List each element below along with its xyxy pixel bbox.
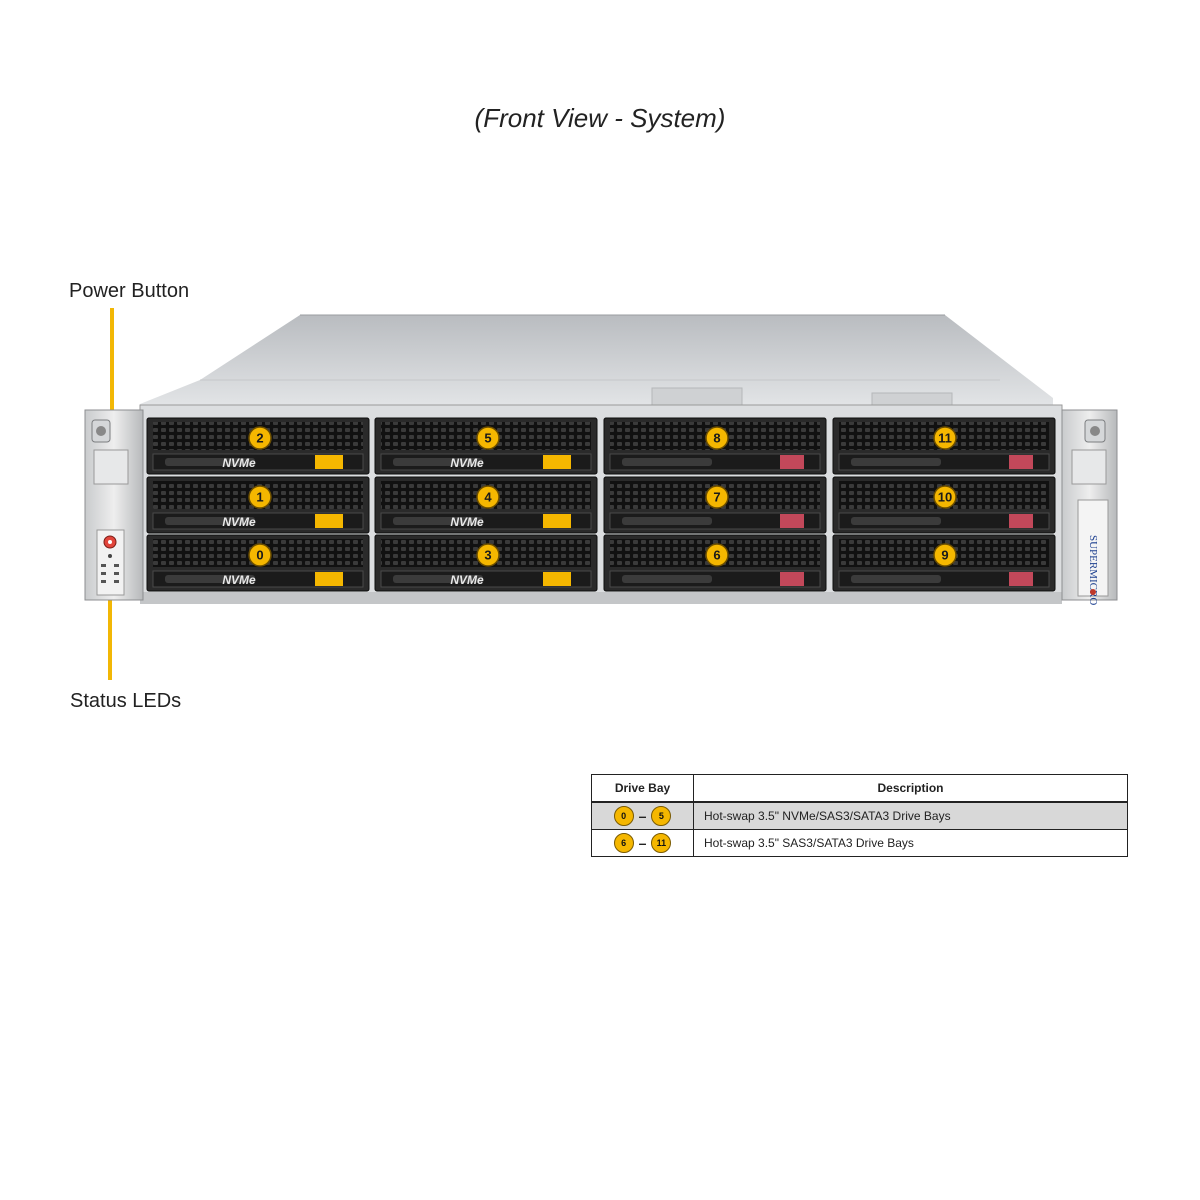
legend-header-drive-bay: Drive Bay bbox=[591, 774, 694, 803]
drive-bay-number: 2 bbox=[256, 431, 263, 446]
drive-bay-number: 5 bbox=[484, 431, 491, 446]
drive-latch bbox=[780, 572, 804, 586]
range-dash: – bbox=[638, 835, 647, 851]
drive-bay-badge bbox=[248, 485, 272, 509]
legend-drive-range: 6–11 bbox=[591, 829, 694, 857]
drive-bay-number: 11 bbox=[938, 431, 952, 446]
drive-latch bbox=[543, 455, 571, 469]
drive-bay-9[interactable]: 9 bbox=[832, 534, 1056, 592]
drive-latch bbox=[1009, 455, 1033, 469]
nvme-label: NVMe bbox=[450, 456, 484, 470]
drive-bay-badge bbox=[248, 426, 272, 450]
power-button-callout: Power Button bbox=[69, 280, 190, 302]
drive-latch bbox=[1009, 514, 1033, 528]
drive-latch bbox=[315, 455, 343, 469]
legend-drive-range: 0–5 bbox=[591, 802, 694, 830]
drive-bay-number: 3 bbox=[484, 548, 491, 563]
drive-bay-number: 0 bbox=[256, 548, 263, 563]
drive-bay-badge bbox=[476, 485, 500, 509]
left-rack-ear bbox=[84, 409, 144, 601]
drive-bay-number: 7 bbox=[713, 490, 720, 505]
drive-latch bbox=[780, 455, 804, 469]
drive-bay-badge bbox=[248, 543, 272, 567]
legend-header-row: Drive Bay Description bbox=[591, 774, 1128, 803]
drive-latch bbox=[315, 514, 343, 528]
status-leds-callout: Status LEDs bbox=[70, 690, 182, 712]
drive-latch bbox=[315, 572, 343, 586]
nvme-label: NVMe bbox=[222, 515, 256, 529]
legend-description: Hot-swap 3.5" NVMe/SAS3/SATA3 Drive Bays bbox=[693, 802, 1128, 830]
drive-bay-badge bbox=[476, 543, 500, 567]
drive-bay-number: 1 bbox=[256, 490, 263, 505]
legend-description: Hot-swap 3.5" SAS3/SATA3 Drive Bays bbox=[693, 829, 1128, 857]
drive-bay-number: 8 bbox=[713, 431, 720, 446]
nvme-label: NVMe bbox=[450, 573, 484, 587]
legend-header-description: Description bbox=[693, 774, 1128, 803]
nvme-label: NVMe bbox=[450, 515, 484, 529]
drive-bay-11[interactable]: 11 bbox=[832, 417, 1056, 475]
drive-bay-badge: 5 bbox=[651, 806, 672, 826]
legend-row: 0–5 Hot-swap 3.5" NVMe/SAS3/SATA3 Drive … bbox=[591, 802, 1128, 830]
drive-bay-number: 4 bbox=[484, 490, 492, 505]
drive-latch bbox=[780, 514, 804, 528]
range-dash: – bbox=[638, 808, 647, 824]
drive-latch bbox=[543, 572, 571, 586]
right-rack-ear: SUPERMICRO bbox=[1061, 409, 1118, 605]
drive-bay-number: 9 bbox=[941, 548, 948, 563]
drive-bay-badge bbox=[933, 543, 957, 567]
drive-latch bbox=[543, 514, 571, 528]
drive-bay-badge bbox=[476, 426, 500, 450]
drive-bay-badge: 11 bbox=[651, 833, 672, 853]
drive-bay-badge bbox=[933, 485, 957, 509]
nvme-label: NVMe bbox=[222, 456, 256, 470]
drive-bay-badge bbox=[933, 426, 957, 450]
drive-bay-badge: 0 bbox=[613, 806, 634, 826]
drive-bay-badge bbox=[705, 543, 729, 567]
drive-bay-badge bbox=[705, 485, 729, 509]
page-title: (Front View - System) bbox=[474, 103, 726, 133]
chassis-top-cover bbox=[140, 315, 1053, 410]
nvme-label: NVMe bbox=[222, 573, 256, 587]
drive-bay-badge bbox=[705, 426, 729, 450]
drive-bay-legend-table: Drive Bay Description 0–5 Hot-swap 3.5" … bbox=[591, 774, 1128, 857]
drive-bay-8[interactable]: 8 bbox=[603, 417, 827, 475]
legend-row: 6–11 Hot-swap 3.5" SAS3/SATA3 Drive Bays bbox=[591, 829, 1128, 857]
drive-bay-badge: 6 bbox=[613, 833, 634, 853]
drive-latch bbox=[1009, 572, 1033, 586]
drive-bay-number: 6 bbox=[713, 548, 720, 563]
drive-bay-7[interactable]: 7 bbox=[603, 476, 827, 534]
brand-logo: SUPERMICRO bbox=[1087, 535, 1099, 605]
status-leds-leader-line bbox=[108, 590, 112, 680]
drive-bay-6[interactable]: 6 bbox=[603, 534, 827, 592]
drive-bay-number: 10 bbox=[938, 490, 952, 505]
drive-bay-10[interactable]: 10 bbox=[832, 476, 1056, 534]
